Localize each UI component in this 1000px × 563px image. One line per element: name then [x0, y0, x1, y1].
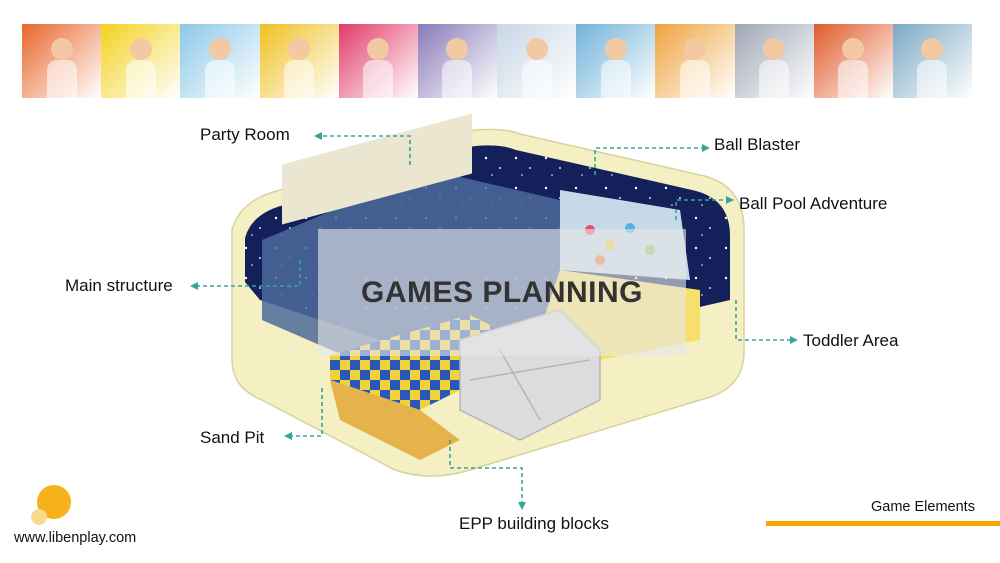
website-url[interactable]: www.libenplay.com	[14, 530, 137, 546]
child-body	[600, 60, 631, 98]
child-figure	[921, 38, 944, 60]
label-toddler-area: Toddler Area	[803, 331, 899, 350]
label-epp-building-blocks: EPP building blocks	[459, 514, 609, 533]
child-figure	[129, 38, 152, 60]
child-body	[284, 60, 315, 98]
photo-kids-group	[180, 24, 260, 98]
photo-tunnel-kids	[259, 24, 339, 98]
label-ball-pool-adventure: Ball Pool Adventure	[739, 194, 888, 213]
child-figure	[525, 38, 548, 60]
arrowheads	[190, 132, 798, 510]
label-ball-blaster: Ball Blaster	[714, 135, 800, 154]
photo-ball-slide	[22, 24, 102, 98]
child-figure	[683, 38, 706, 60]
child-body	[917, 60, 948, 98]
child-body	[521, 60, 552, 98]
title-panel: GAMES PLANNING	[318, 229, 686, 356]
sand-pit-area	[330, 380, 460, 460]
child-figure	[50, 38, 73, 60]
photo-strip	[22, 24, 973, 98]
photo-girl-web	[813, 24, 893, 98]
photo-kid-ball-pool	[417, 24, 498, 98]
party-room-block	[282, 113, 472, 225]
leader-lines	[195, 135, 794, 506]
page-title: GAMES PLANNING	[360, 275, 643, 309]
photo-net-bridge	[576, 24, 656, 98]
child-body	[679, 60, 710, 98]
child-figure	[763, 38, 786, 60]
label-sand-pit: Sand Pit	[200, 428, 265, 447]
child-body	[442, 60, 473, 98]
accent-bar	[766, 521, 1000, 526]
child-body	[363, 60, 394, 98]
child-figure	[208, 38, 231, 60]
logo-dots-icon	[31, 485, 71, 525]
label-party-room: Party Room	[200, 125, 290, 144]
child-body	[46, 60, 77, 98]
photo-spiral-tunnel	[892, 24, 973, 98]
child-body	[759, 60, 790, 98]
child-figure	[604, 38, 627, 60]
photo-boy-balls	[497, 24, 577, 98]
photo-boy-crawl	[734, 24, 814, 98]
child-figure	[367, 38, 390, 60]
photo-girl-ball-pit	[338, 24, 418, 98]
section-label: Game Elements	[871, 499, 975, 515]
label-main-structure: Main structure	[65, 276, 173, 295]
child-figure	[288, 38, 311, 60]
child-figure	[446, 38, 469, 60]
photo-toddler-slide	[101, 24, 181, 98]
child-body	[204, 60, 235, 98]
photo-girl-lights	[655, 24, 735, 98]
child-body	[125, 60, 156, 98]
child-body	[838, 60, 869, 98]
child-figure	[842, 38, 865, 60]
